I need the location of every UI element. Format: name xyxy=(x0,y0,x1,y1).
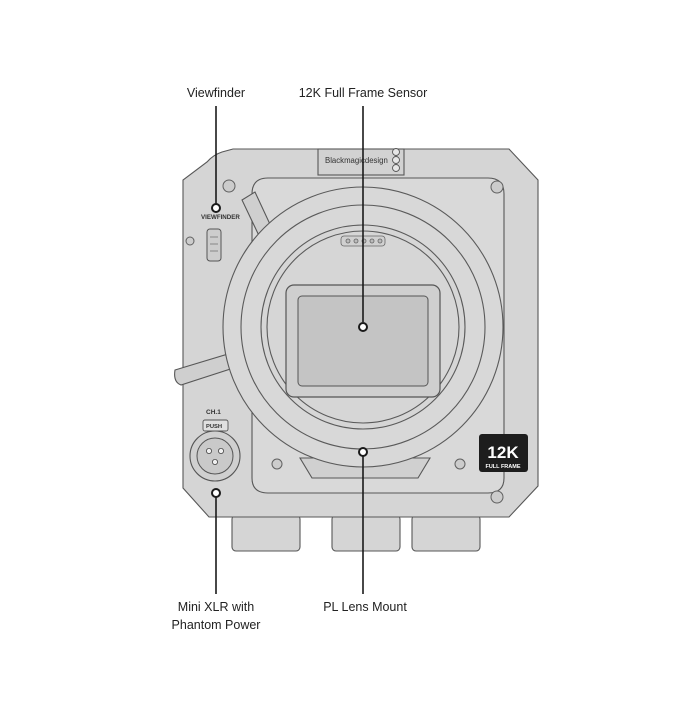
xlr-connector-socket xyxy=(196,437,234,475)
screw-bottom-right xyxy=(490,490,504,504)
screw-top-left xyxy=(222,179,236,193)
callout-viewfinder: Viewfinder xyxy=(186,86,246,100)
badge-main-text: 12K xyxy=(487,443,519,462)
callout-lens-mount: PL Lens Mount xyxy=(323,600,407,614)
bottom-foot-left xyxy=(231,514,301,552)
screw-side xyxy=(185,236,195,246)
leader-dot-sensor xyxy=(358,322,368,332)
brand-plate xyxy=(317,148,405,176)
badge-sub-text: FULL FRAME xyxy=(485,464,520,470)
xlr-pins xyxy=(205,447,224,465)
badge-12k xyxy=(479,434,528,472)
callout-xlr-line2: Phantom Power xyxy=(171,618,261,632)
callout-sensor: 12K Full Frame Sensor xyxy=(298,86,428,100)
bottom-foot-right xyxy=(411,514,481,552)
viewfinder-port-label: VIEWFINDER xyxy=(201,214,240,221)
leader-dot-xlr xyxy=(211,488,221,498)
leader-dot-mount xyxy=(358,447,368,457)
bottom-foot-center xyxy=(331,514,401,552)
leader-dot-viewfinder xyxy=(211,203,221,213)
screw-mount-br xyxy=(454,458,466,470)
viewfinder-port xyxy=(206,228,222,262)
screw-mount-bl xyxy=(271,458,283,470)
screw-top-right xyxy=(490,180,504,194)
channel-label: CH.1 xyxy=(206,409,221,416)
brand-logo-dots xyxy=(392,148,400,172)
callout-xlr: Mini XLR with Phantom Power xyxy=(152,598,280,634)
callout-xlr-line1: Mini XLR with xyxy=(177,600,255,614)
brand-text: Blackmagicdesign xyxy=(325,156,388,165)
push-label: PUSH xyxy=(206,424,222,430)
push-release xyxy=(202,419,229,432)
